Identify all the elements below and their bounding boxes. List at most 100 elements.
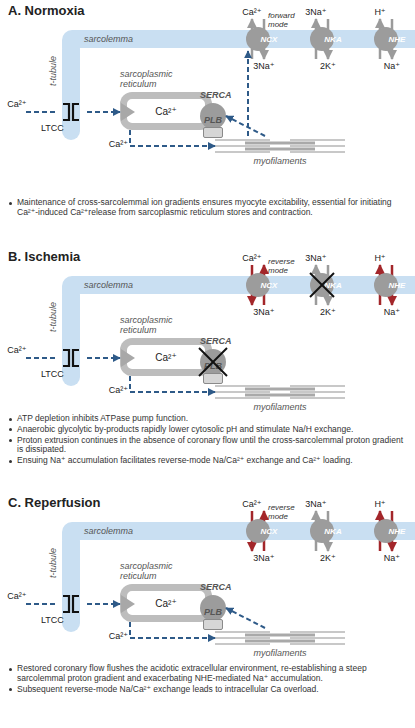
transporter-circle: NCX xyxy=(246,519,270,543)
ion-label: H⁺ xyxy=(365,499,395,510)
channel-half xyxy=(63,596,69,612)
node-label: sarcolemma xyxy=(62,280,133,290)
bullet-dot xyxy=(9,460,12,463)
channel-half xyxy=(73,596,79,612)
thin-filament xyxy=(215,637,270,639)
calcium-influx-line xyxy=(26,111,55,113)
thick-filament xyxy=(245,148,315,151)
node-label: NKA xyxy=(302,527,341,536)
inhibition-cross xyxy=(310,273,334,297)
reticulum-box: sarcoplasmic reticulumCa²⁺SERCAPLB xyxy=(120,92,212,130)
bullet-dot xyxy=(9,688,12,691)
calcium-flow-arrow xyxy=(130,130,215,146)
tubule-label: t-tubule xyxy=(48,548,59,578)
channel-drawing xyxy=(55,348,87,368)
ion-label: H⁺ xyxy=(365,7,395,18)
bullet-list: Maintenance of cross-sarcolemmal ion gra… xyxy=(8,198,408,219)
myofilament-bundle: myofilaments xyxy=(215,382,345,402)
thin-filament xyxy=(215,151,270,153)
ion-label: Ca²⁺ xyxy=(2,591,32,602)
node-label: myofilaments xyxy=(215,648,345,658)
bullet-text: Restored coronary flow flushes the acido… xyxy=(17,663,367,683)
tubule-label: t-tubule xyxy=(48,56,59,86)
channel-half xyxy=(73,350,79,366)
bullet-dot xyxy=(9,439,12,442)
transporter-circle: NHE xyxy=(374,27,398,51)
ion-label: 2K⁺ xyxy=(313,553,343,564)
t-tubule-shape xyxy=(62,286,80,386)
node-body: Ca²⁺ xyxy=(155,352,176,363)
node-label: PLB xyxy=(204,607,268,617)
panel-title: B. Ischemia xyxy=(8,249,80,264)
node-label: PLB xyxy=(204,361,268,371)
channel-drawing xyxy=(55,594,87,614)
channel-symbol: LTCC xyxy=(55,594,87,614)
calcium-flow-arrow xyxy=(87,603,120,605)
mode-label: forward mode xyxy=(268,11,302,29)
reticulum-box: sarcoplasmic reticulumCa²⁺SERCAPLB xyxy=(120,584,212,622)
transporter-circle: NKA xyxy=(310,273,334,297)
myofilament-bundle: myofilaments xyxy=(215,628,345,648)
transporter-circle: NCX xyxy=(246,273,270,297)
channel-symbol: LTCC xyxy=(55,348,87,368)
thin-filament xyxy=(290,397,345,399)
node-label: sarcoplasmic reticulum xyxy=(120,69,184,89)
panel: ATP depletion inhibits ATPase pump funct… xyxy=(0,246,415,492)
node-label: SERCA xyxy=(200,90,264,100)
regulator-box: PLB xyxy=(203,619,223,630)
calcium-influx-line xyxy=(26,603,55,605)
node-body: Ca²⁺ xyxy=(155,106,176,117)
transporter-circle: NHE xyxy=(374,273,398,297)
channel-drawing xyxy=(55,102,87,122)
thick-filament xyxy=(245,640,315,643)
node-label: LTCC xyxy=(41,123,64,133)
myofilament-bundle: myofilaments xyxy=(215,136,345,156)
ion-label: 3Na⁺ xyxy=(301,499,331,510)
node-label: NHE xyxy=(367,527,406,536)
thin-filament xyxy=(290,151,345,153)
bullet-text: Subsequent reverse-mode Na/Ca²⁺ exchange… xyxy=(17,684,319,694)
calcium-flow-arrow xyxy=(130,622,215,638)
calcium-flow-arrow xyxy=(247,51,249,136)
node-body: Ca²⁺ xyxy=(155,598,176,609)
node-label: NHE xyxy=(367,35,406,44)
channel-symbol: LTCC xyxy=(55,102,87,122)
release-channel xyxy=(121,595,135,613)
transporter-circle: NKA xyxy=(310,519,334,543)
t-tubule-shape xyxy=(62,40,80,140)
thin-filament xyxy=(215,643,270,645)
thin-filament xyxy=(290,385,345,387)
bullet-item: Proton extrusion continues in the absenc… xyxy=(8,436,408,456)
channel-half xyxy=(63,350,69,366)
ion-label: 3Na⁺ xyxy=(249,553,279,564)
bullet-text: Proton extrusion continues in the absenc… xyxy=(17,435,403,455)
ion-label: Ca²⁺ xyxy=(104,385,128,396)
bullet-text: Anaerobic glycolytic by-products rapidly… xyxy=(17,424,353,434)
sarcolemma-band: sarcolemmaNCXNKANHE xyxy=(62,30,415,48)
ion-label: Ca²⁺ xyxy=(2,345,32,356)
inhibition-cross xyxy=(310,273,334,297)
ion-label: Ca²⁺ xyxy=(237,7,267,18)
ion-label: 3Na⁺ xyxy=(249,61,279,72)
bullet-dot xyxy=(9,418,12,421)
calcium-flow-arrow xyxy=(130,376,215,392)
sarcolemma-band: sarcolemma NCX NKA NHE xyxy=(62,276,415,294)
bullet-item: Subsequent reverse-mode Na/Ca²⁺ exchange… xyxy=(8,685,408,695)
bullet-item: ATP depletion inhibits ATPase pump funct… xyxy=(8,414,408,424)
transporter-circle: NKA xyxy=(310,27,334,51)
thick-filament xyxy=(245,394,315,397)
thin-filament xyxy=(215,397,270,399)
node-label: SERCA xyxy=(200,336,264,346)
panel: Restored coronary flow flushes the acido… xyxy=(0,492,415,728)
bullet-item: Maintenance of cross-sarcolemmal ion gra… xyxy=(8,198,408,218)
node-label: myofilaments xyxy=(215,156,345,166)
bullet-list: Restored coronary flow flushes the acido… xyxy=(8,664,408,695)
ion-label: 2K⁺ xyxy=(313,307,343,318)
thick-filament xyxy=(245,388,315,391)
ion-label: Ca²⁺ xyxy=(237,499,267,510)
bullet-dot xyxy=(9,668,12,671)
node-label: sarcoplasmic reticulum xyxy=(120,561,184,581)
regulator-box: PLB xyxy=(203,127,223,138)
filament-drawing xyxy=(215,628,345,648)
